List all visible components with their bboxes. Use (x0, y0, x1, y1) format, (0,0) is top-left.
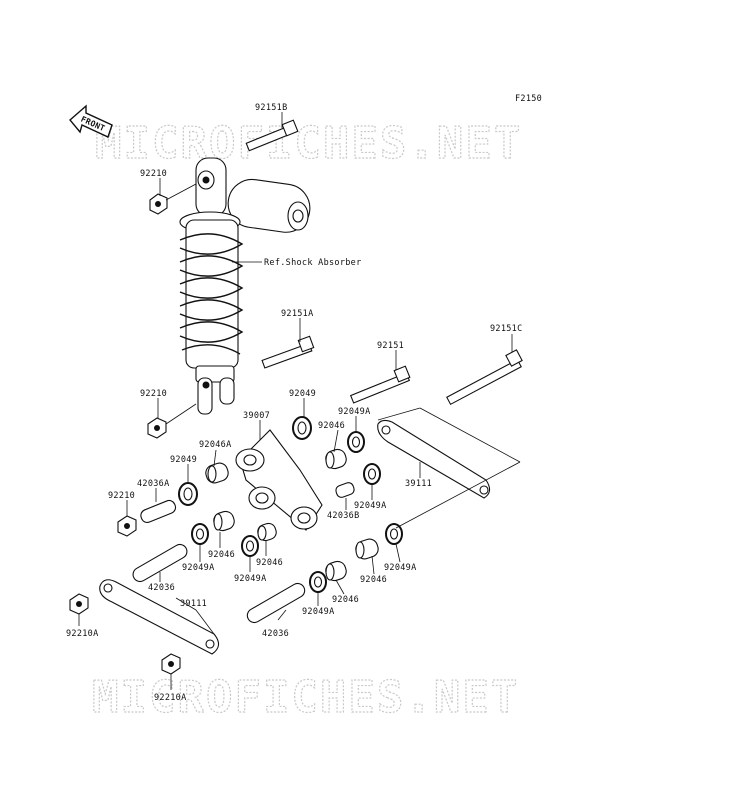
seal-92049-a (292, 416, 312, 440)
label-92049A-b: 92049A (354, 501, 387, 511)
tie-rod-39111-right (377, 419, 491, 499)
bolt-92151A (261, 335, 315, 369)
seal-92049A-f (385, 523, 403, 545)
bearing-92046A (205, 462, 229, 484)
label-42036A: 42036A (137, 479, 170, 489)
sleeve-42036-a (132, 543, 188, 583)
label-92046-d: 92046 (332, 595, 359, 605)
seal-92049A-a (347, 431, 365, 453)
bolt-92151 (349, 365, 411, 404)
label-92046-b: 92046 (208, 550, 235, 560)
label-42036B: 42036B (327, 511, 360, 521)
label-92046A: 92046A (199, 440, 232, 450)
bearing-92046-b (213, 510, 235, 532)
nut-92210-mid (147, 417, 167, 439)
label-92046-a: 92046 (318, 421, 345, 431)
seal-92049A-b (363, 463, 381, 485)
label-92210-low: 92210 (108, 491, 135, 501)
label-42036-b: 42036 (262, 629, 289, 639)
nut-92210-top (149, 193, 168, 215)
label-92210A-b: 92210A (154, 693, 187, 703)
sleeve-42036B (335, 482, 355, 498)
seal-92049A-d (241, 535, 259, 557)
label-92210A-a: 92210A (66, 629, 99, 639)
bearing-92046-d (325, 560, 347, 582)
bolt-92151B (245, 119, 299, 152)
tie-rod-39111-left (99, 579, 220, 655)
seal-92049A-c (191, 523, 209, 545)
nut-92210-low (117, 515, 137, 537)
seal-92049-b (178, 482, 198, 506)
label-92046-e: 92046 (360, 575, 387, 585)
sleeve-42036A (140, 499, 177, 523)
label-92046-c: 92046 (256, 558, 283, 568)
label-92210-top: 92210 (140, 169, 167, 179)
bearing-92046-c (257, 522, 277, 542)
bearing-92046-e (355, 538, 379, 560)
label-92151: 92151 (377, 341, 404, 351)
label-92151C: 92151C (490, 324, 523, 334)
watermark-top: MICROFICHES.NET (95, 118, 522, 169)
label-92049A-a: 92049A (338, 407, 371, 417)
sleeve-42036-b (246, 582, 306, 624)
front-arrow-icon: FRONT (69, 104, 113, 138)
seal-92049A-e (309, 571, 327, 593)
label-39111-left: 39111 (180, 599, 207, 609)
label-92049A-e: 92049A (302, 607, 335, 617)
label-92049A-f: 92049A (384, 563, 417, 573)
label-ref-shock-absorber: Ref.Shock Absorber (264, 258, 362, 268)
bolt-92151C (446, 349, 523, 406)
label-39007: 39007 (243, 411, 270, 421)
nut-92210A-b (161, 653, 181, 675)
label-92049-a: 92049 (289, 389, 316, 399)
leader-lines (78, 112, 521, 690)
label-92049A-c: 92049A (182, 563, 215, 573)
diagram-code: F2150 (515, 94, 542, 104)
bearing-92046-a (325, 448, 347, 470)
label-92151A: 92151A (281, 309, 314, 319)
label-92210-mid: 92210 (140, 389, 167, 399)
watermark-bottom: MICROFICHES.NET (92, 672, 519, 723)
label-92049-b: 92049 (170, 455, 197, 465)
rocker-arm-39007 (235, 429, 323, 531)
part-labels: 92151B 92210 Ref.Shock Absorber 92151A 9… (66, 103, 523, 703)
nut-92210A-a (69, 593, 89, 615)
label-92151B: 92151B (255, 103, 288, 113)
shock-absorber (179, 157, 311, 415)
label-42036-a: 42036 (148, 583, 175, 593)
label-39111-right: 39111 (405, 479, 432, 489)
label-92049A-d: 92049A (234, 574, 267, 584)
